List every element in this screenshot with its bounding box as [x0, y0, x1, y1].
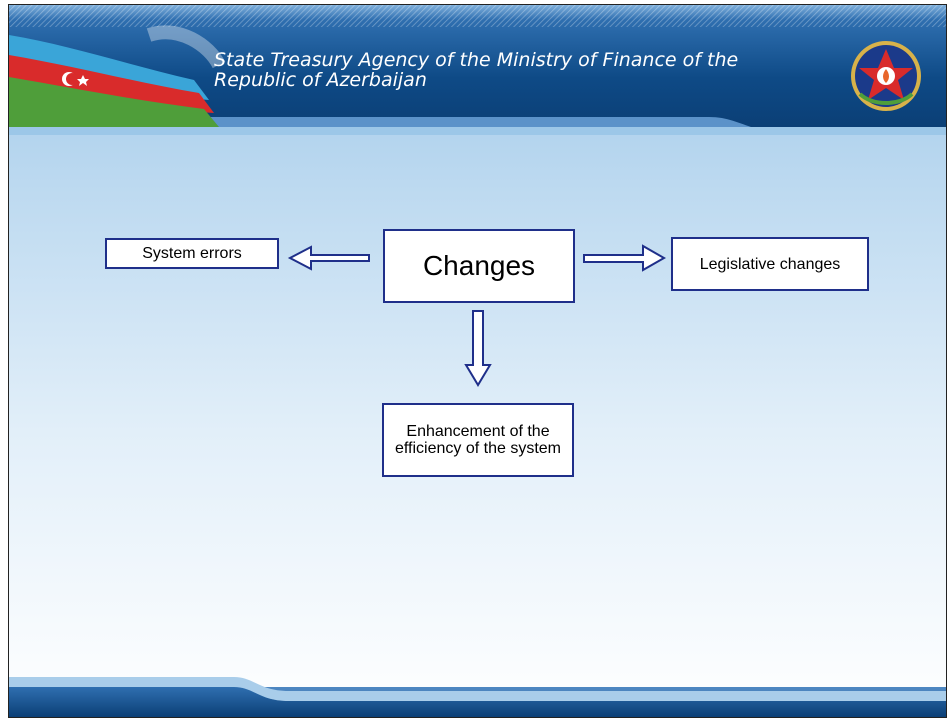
node-changes: Changes — [383, 229, 575, 303]
azerbaijan-flag-icon — [9, 25, 226, 127]
arrow-to-enhancement — [464, 310, 492, 387]
node-enhancement: Enhancement of the efficiency of the sys… — [382, 403, 574, 477]
node-enhancement-label: Enhancement of the efficiency of the sys… — [395, 423, 561, 457]
footer-banner — [9, 677, 946, 717]
node-legislative-changes-label: Legislative changes — [699, 255, 841, 273]
node-system-errors-label: System errors — [142, 244, 242, 262]
node-changes-label: Changes — [422, 250, 536, 281]
slide: State Treasury Agency of the Ministry of… — [8, 4, 947, 718]
header-banner — [9, 5, 946, 135]
arrow-to-legislative-changes — [583, 244, 667, 272]
node-system-errors: System errors — [105, 238, 279, 269]
node-legislative-changes: Legislative changes — [671, 237, 869, 291]
header-title: State Treasury Agency of the Ministry of… — [214, 49, 739, 91]
arrow-to-system-errors — [287, 245, 370, 271]
azerbaijan-emblem-icon — [851, 41, 921, 111]
